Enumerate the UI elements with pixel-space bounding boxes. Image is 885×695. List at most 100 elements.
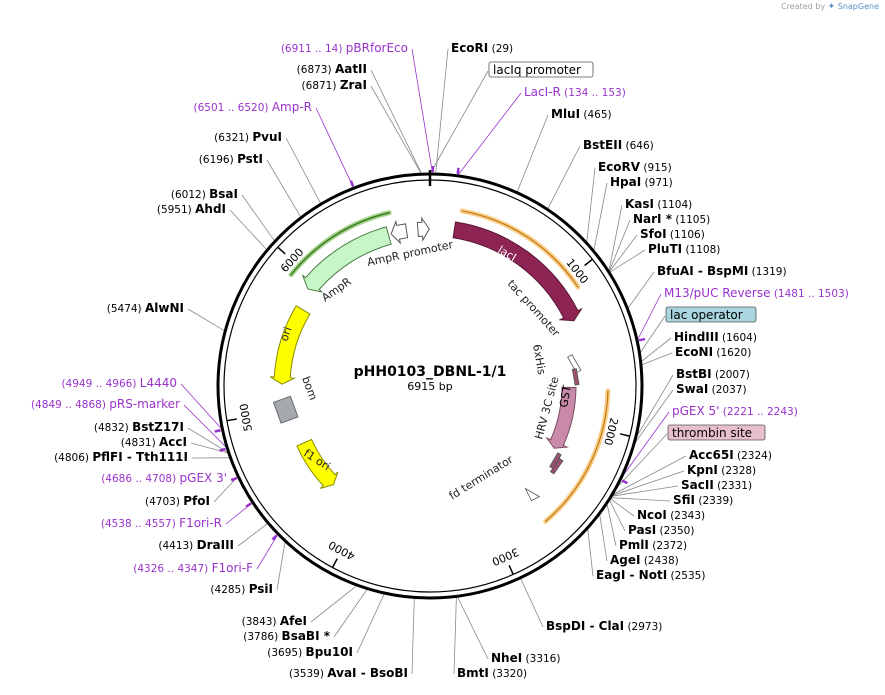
label-leader-line bbox=[611, 470, 685, 497]
map-label-left: (6321) PvuI bbox=[214, 130, 282, 144]
label-leader-line bbox=[627, 271, 655, 310]
label-leader-line bbox=[187, 308, 226, 332]
map-label-right: lacIq promoter bbox=[493, 63, 581, 77]
lacIq-promoter-arrow bbox=[416, 216, 430, 242]
label-leader-line bbox=[636, 293, 662, 341]
lacI-arrow bbox=[452, 221, 583, 322]
label-leader-line bbox=[256, 533, 279, 570]
map-label-right: Acc65I (2324) bbox=[689, 448, 772, 462]
snapgene-logo-icon: ✦ bbox=[827, 2, 836, 12]
label-leader-line bbox=[634, 374, 674, 440]
map-label-left: (4285) PsiI bbox=[210, 582, 273, 596]
map-label-right: NarI * (1105) bbox=[633, 212, 710, 226]
fd-terminator-marker bbox=[524, 487, 541, 502]
label-leader-line bbox=[241, 194, 276, 242]
enzyme-and-feature-labels: (6911 .. 14) pBRforEco(6873) AatII(6871)… bbox=[31, 41, 849, 680]
label-leader-line bbox=[411, 48, 434, 175]
map-label-right: HindIII (1604) bbox=[674, 330, 757, 344]
map-label-right: HpaI (971) bbox=[610, 175, 673, 189]
label-leader-line bbox=[593, 182, 608, 252]
map-label-left: (4832) BstZ17I bbox=[94, 420, 184, 434]
map-label-right: EcoNI (1620) bbox=[675, 345, 751, 359]
map-label-left: (6501 .. 6520) Amp-R bbox=[193, 100, 312, 114]
map-label-right: KasI (1104) bbox=[625, 197, 692, 211]
map-label-right: SwaI (2037) bbox=[676, 382, 747, 396]
primer-site-marker bbox=[214, 429, 221, 433]
label-leader-line bbox=[435, 48, 449, 175]
label-leader-line bbox=[608, 204, 623, 273]
bom-marker bbox=[272, 395, 299, 424]
scale-tick-label: 3000 bbox=[490, 545, 521, 568]
label-leader-line bbox=[276, 540, 286, 591]
scale-tick bbox=[277, 246, 286, 255]
map-label-left: (4703) PfoI bbox=[145, 494, 210, 508]
credit-prefix: Created by bbox=[781, 2, 826, 11]
label-leader-line bbox=[457, 92, 522, 177]
label-leader-line bbox=[516, 114, 549, 193]
primer-site-marker bbox=[456, 167, 460, 174]
label-leader-line bbox=[640, 337, 672, 363]
label-leader-line bbox=[356, 592, 385, 654]
map-label-left: (4538 .. 4557) F1ori-R bbox=[101, 516, 222, 530]
map-label-left: (4949 .. 4966) L4440 bbox=[61, 376, 177, 390]
primer-site-marker bbox=[271, 534, 278, 541]
feature-label-ori: ori bbox=[278, 325, 295, 343]
map-label-left: (5474) AlwNI bbox=[107, 301, 184, 315]
label-leader-line bbox=[610, 485, 679, 497]
label-leader-line bbox=[266, 159, 302, 218]
map-label-right: AgeI (2438) bbox=[610, 553, 679, 567]
lacI-highlight-line bbox=[461, 210, 579, 288]
map-label-right: MluI (465) bbox=[551, 107, 612, 121]
scale-tick bbox=[331, 558, 338, 568]
label-leader-line bbox=[547, 145, 581, 210]
ampr-highlight-line bbox=[290, 212, 390, 276]
label-leader-line bbox=[411, 597, 415, 675]
map-label-left: (3695) Bpu10I bbox=[267, 645, 353, 659]
map-label-right: EcoRV (915) bbox=[598, 160, 672, 174]
label-leader-line bbox=[640, 352, 673, 366]
map-label-right: thrombin site bbox=[672, 426, 752, 440]
map-label-left: (4831) AccI bbox=[121, 435, 187, 449]
map-label-right: PluTI (1108) bbox=[648, 242, 720, 256]
map-label-right: KpnI (2328) bbox=[687, 463, 756, 477]
label-leader-line bbox=[619, 411, 670, 480]
label-leader-line bbox=[429, 70, 489, 175]
label-leader-line bbox=[608, 234, 638, 273]
map-label-left: (3539) AvaI - BsoBI bbox=[289, 666, 408, 680]
label-leader-line bbox=[333, 588, 368, 638]
primer-site-marker bbox=[349, 180, 355, 187]
map-label-right: NheI (3316) bbox=[491, 651, 560, 665]
map-label-right: PasI (2350) bbox=[628, 523, 694, 537]
plasmid-length: 6915 bp bbox=[407, 380, 452, 393]
scale-tick-label: 4000 bbox=[326, 538, 357, 563]
primer-site-marker bbox=[219, 447, 226, 452]
map-label-right: lac operator bbox=[670, 308, 743, 322]
map-label-right: BstBI (2007) bbox=[676, 367, 750, 381]
f1ori-arrow bbox=[296, 438, 339, 489]
label-leader-line bbox=[608, 219, 631, 273]
map-label-left: (3843) AfeI bbox=[242, 614, 307, 628]
label-leader-line bbox=[611, 455, 687, 496]
map-label-left: (6012) BsaI bbox=[171, 187, 238, 201]
scale-tick-label: 5000 bbox=[237, 403, 255, 433]
feature-box bbox=[665, 306, 757, 323]
gst-highlight-line bbox=[544, 390, 609, 522]
map-label-left: (4326 .. 4347) F1ori-F bbox=[133, 561, 253, 575]
label-leader-line bbox=[315, 107, 355, 189]
map-label-right: SfoI (1106) bbox=[640, 227, 705, 241]
label-leader-line bbox=[237, 522, 269, 547]
credit-line: Created by ✦ SnapGene bbox=[781, 2, 879, 12]
map-label-right: M13/pUC Reverse (1481 .. 1503) bbox=[664, 286, 849, 300]
label-leader-line bbox=[310, 584, 358, 623]
map-label-right: BfuAI - BspMI (1319) bbox=[657, 264, 787, 278]
map-label-left: (4806) PflFI - Tth111I bbox=[54, 450, 188, 464]
label-leader-line bbox=[599, 513, 608, 562]
label-leader-line bbox=[229, 209, 268, 251]
label-leader-line bbox=[608, 249, 646, 274]
primer-site-marker bbox=[245, 502, 252, 508]
label-leader-line bbox=[183, 404, 228, 449]
ampr-arrow bbox=[302, 226, 392, 293]
feature-box bbox=[488, 61, 594, 78]
label-leader-line bbox=[519, 577, 544, 628]
